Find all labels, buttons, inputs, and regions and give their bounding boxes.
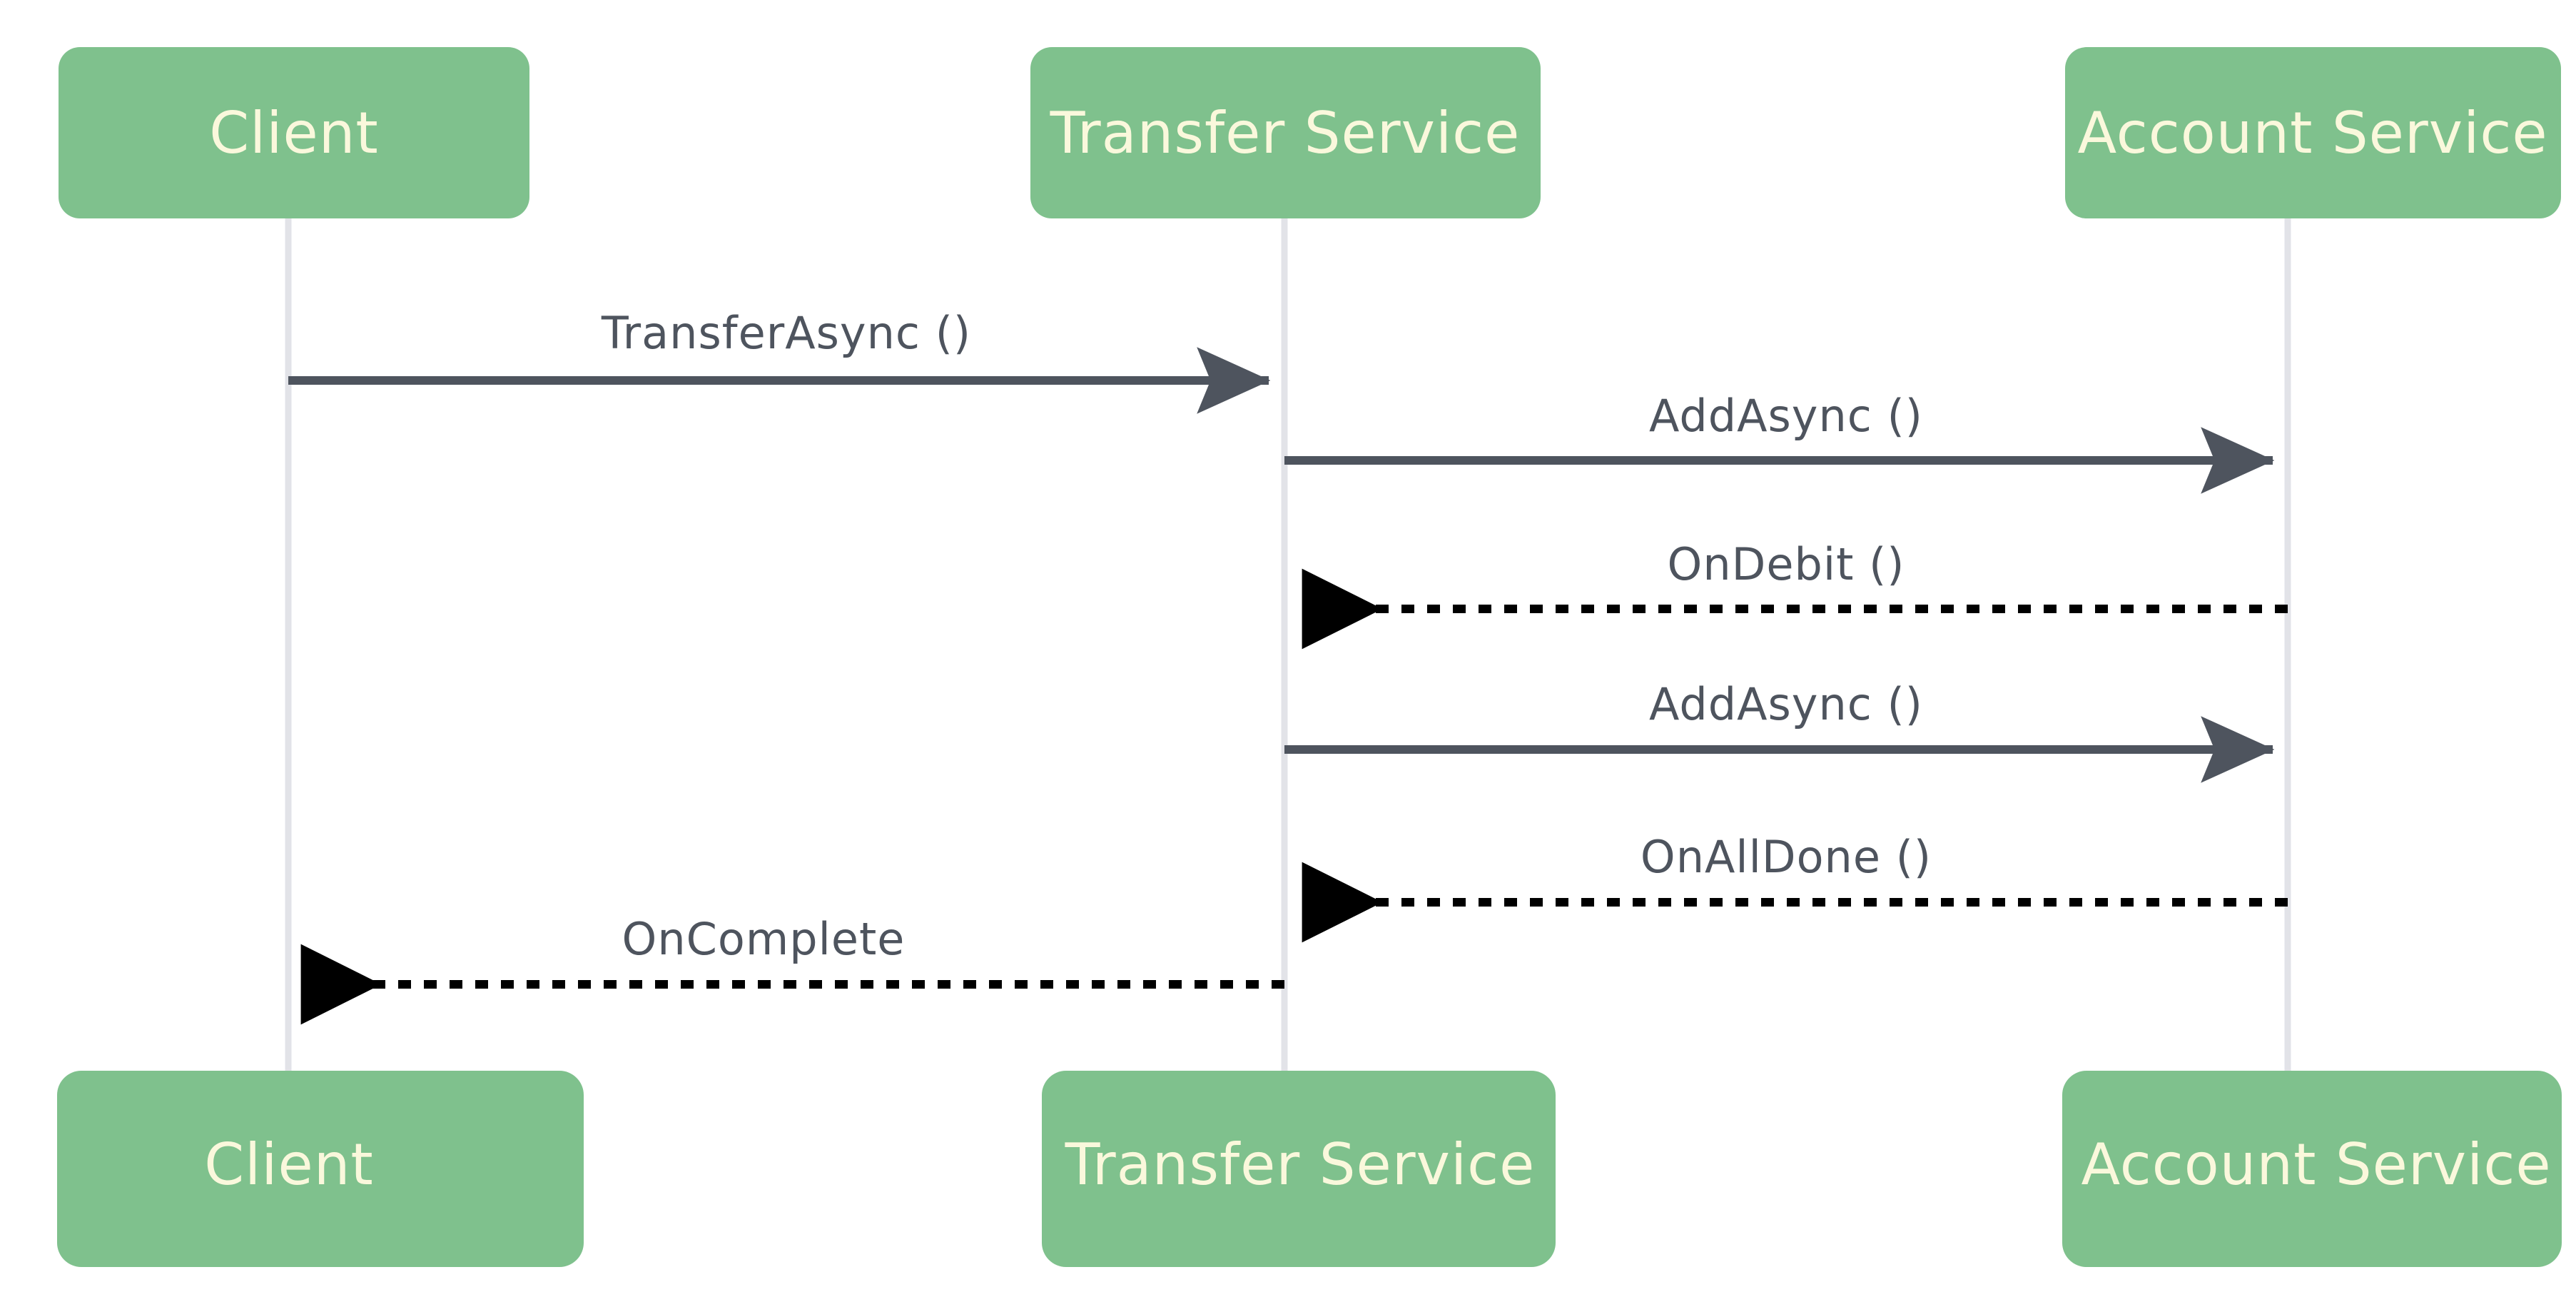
participant-box[interactable] xyxy=(2062,1071,2562,1267)
participant-label: Account Service xyxy=(2081,1131,2551,1198)
participant-footer-client[interactable]: Client xyxy=(57,1071,584,1267)
message-3-ondebit[interactable]: OnDebit () xyxy=(1302,538,2288,650)
participant-header-account[interactable]: Account Service xyxy=(2065,47,2561,218)
participant-label: Transfer Service xyxy=(1065,1131,1536,1198)
message-label: AddAsync () xyxy=(1649,678,1923,730)
lifelines-group xyxy=(285,214,2291,1121)
participant-label: Client xyxy=(204,1131,374,1198)
participant-box[interactable] xyxy=(1042,1071,1556,1267)
participant-footer-transfer[interactable]: Transfer Service xyxy=(1042,1071,1556,1267)
message-label: TransferAsync () xyxy=(601,307,971,359)
participant-box[interactable] xyxy=(2065,47,2561,218)
participant-box[interactable] xyxy=(57,1071,584,1267)
participant-label: Client xyxy=(209,100,379,166)
participant-header-client[interactable]: Client xyxy=(59,47,529,218)
message-2-addasync[interactable]: AddAsync () xyxy=(1284,390,2275,494)
participant-box[interactable] xyxy=(59,47,529,218)
participant-label: Account Service xyxy=(2077,100,2547,166)
message-label: OnComplete xyxy=(622,913,906,965)
message-label: OnAllDone () xyxy=(1641,831,1932,883)
participant-footer-account[interactable]: Account Service xyxy=(2062,1071,2562,1267)
message-6-oncomplete[interactable]: OnComplete xyxy=(300,913,1284,1025)
message-5-onalldone[interactable]: OnAllDone () xyxy=(1302,831,2288,943)
participant-box[interactable] xyxy=(1030,47,1541,218)
participant-header-transfer[interactable]: Transfer Service xyxy=(1030,47,1541,218)
participant-label: Transfer Service xyxy=(1050,100,1521,166)
message-label: OnDebit () xyxy=(1668,538,1905,590)
message-1-transferasync[interactable]: TransferAsync () xyxy=(288,307,1271,414)
message-label: AddAsync () xyxy=(1649,390,1923,442)
message-4-addasync[interactable]: AddAsync () xyxy=(1284,678,2275,783)
